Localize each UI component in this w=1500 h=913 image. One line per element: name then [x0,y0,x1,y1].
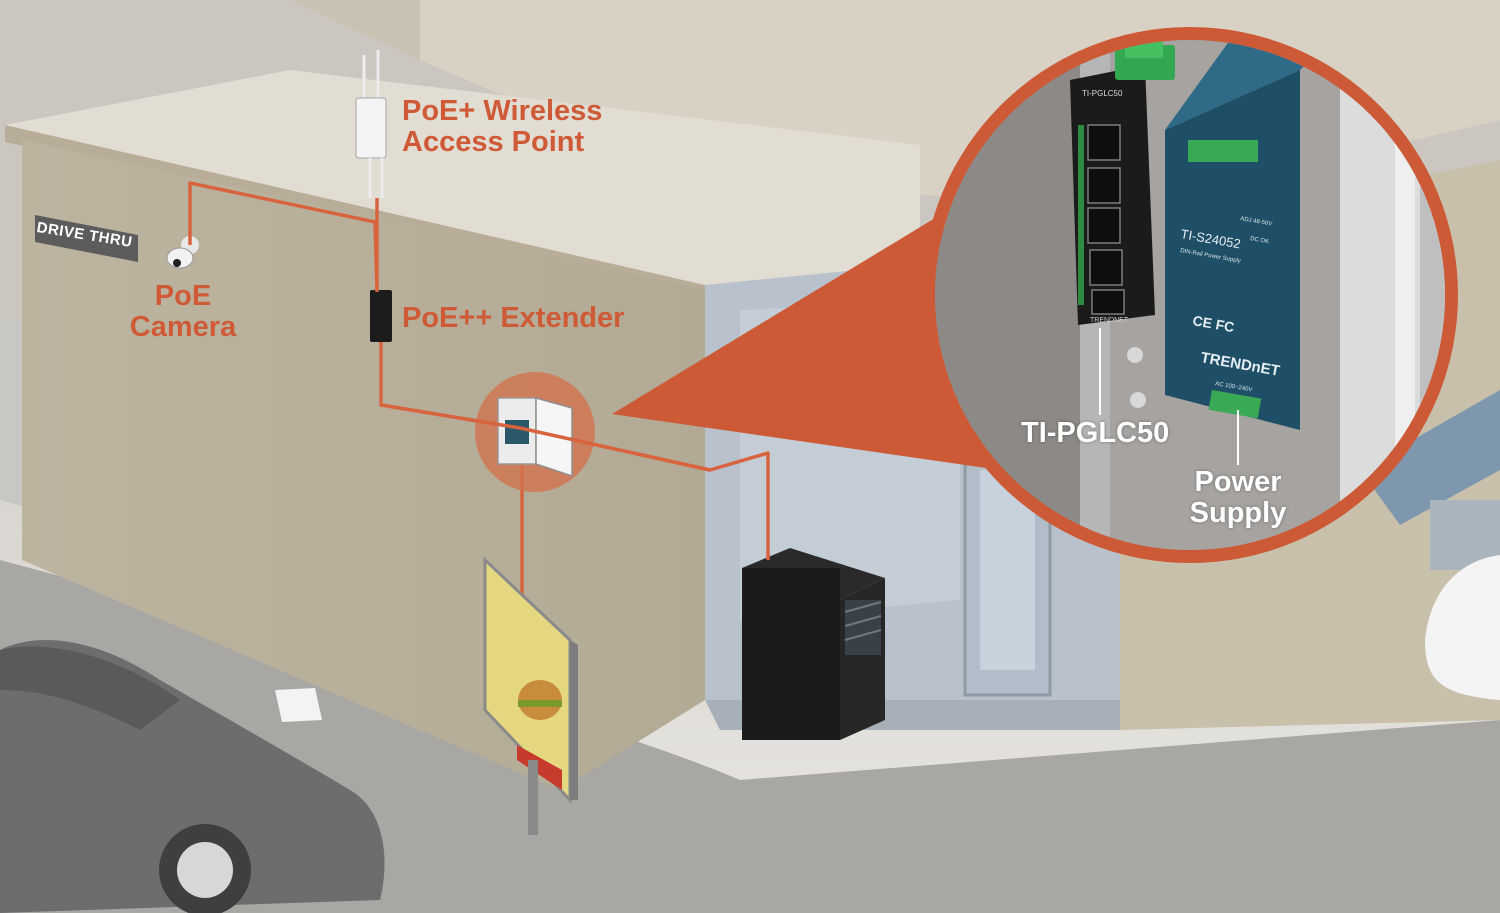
drive-thru-sign-board [35,215,138,262]
callout-wedge [612,215,1000,470]
extender-icon [370,290,392,342]
psu-terminal-top [1188,140,1258,162]
camera-label-line1: PoE [154,280,212,312]
right-awning [1360,390,1500,525]
menu-board-post [528,760,538,835]
switch-port-4 [1089,249,1123,286]
access-point-icon [355,97,387,159]
power-supply-label: Power Supply [1172,466,1304,530]
switch-model-text: TI-PGLC50 [1082,89,1123,98]
bollard [275,688,322,722]
psu-terminal-bottom [1208,389,1262,419]
switch-port-2 [1087,167,1121,204]
camera-label-line2: Camera [129,311,237,344]
psu-dcok-text: DC OK [1250,236,1270,245]
psu-marks-text: CE FC [1191,312,1235,335]
switch-port-1 [1087,124,1121,161]
power-supply-label-line2: Supply [1189,497,1287,530]
network-rack [742,568,840,740]
roof [5,70,920,300]
access-point-label-line2: Access Point [402,126,585,159]
switch-brand-text: TRENDNET [1090,317,1129,324]
switch-port-5 [1091,289,1125,315]
power-supply-label-line1: Power [1194,466,1282,498]
camera-label: PoE Camera [118,280,248,344]
switch-model-label: TI-PGLC50 [1021,417,1170,449]
upper-building-shade [290,0,420,60]
car-right [1425,555,1500,700]
extender-label: PoE++ Extender [402,302,625,334]
access-point-label-line1: PoE+ Wireless [402,95,603,127]
access-point-label: PoE+ Wireless Access Point [402,95,603,159]
rack-units [845,600,881,655]
psu-adj-text: ADJ 48-56V [1240,216,1273,228]
switch-port-3 [1087,207,1121,244]
